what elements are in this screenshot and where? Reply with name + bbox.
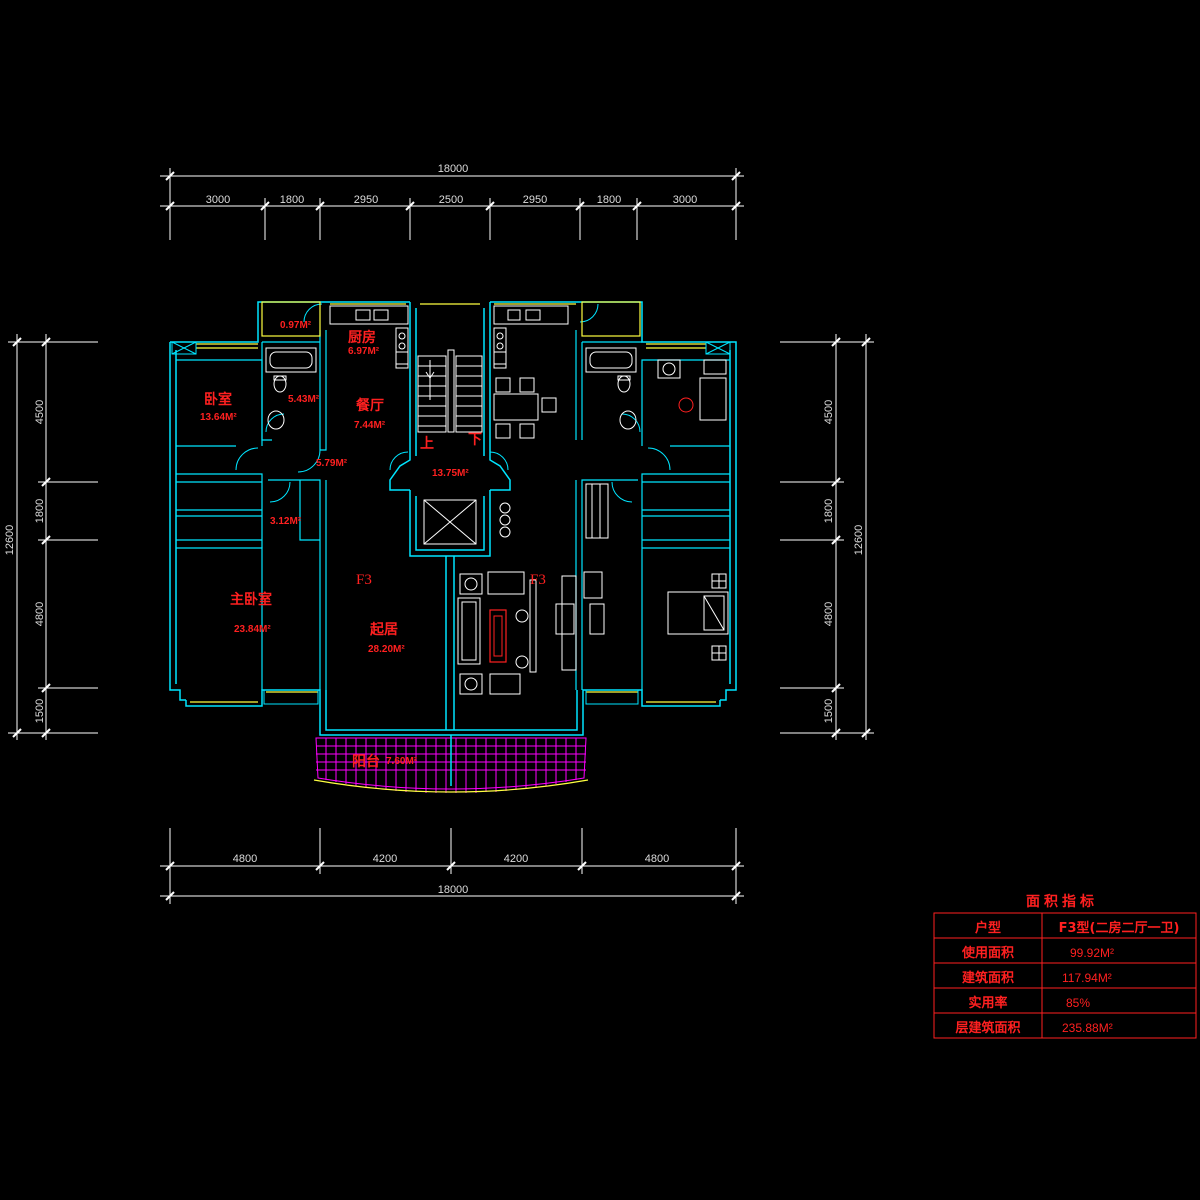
interior-walls <box>176 330 730 690</box>
right-total-dimension: 12600 <box>853 525 865 556</box>
closet-area: 3.12M² <box>270 516 302 527</box>
top-dimension-ticks <box>165 171 741 211</box>
bedroom-right-furniture <box>585 359 729 661</box>
bedroom-area: 13.64M² <box>200 412 237 423</box>
table-label-type: 户型 <box>975 920 1001 936</box>
right-dimension-3: 4800 <box>823 602 835 626</box>
top-dimension-3: 2950 <box>354 194 378 206</box>
left-total-dimension: 12600 <box>4 525 16 556</box>
kitchen-label: 厨房 <box>348 329 376 346</box>
windows <box>190 301 716 703</box>
table-value-building-area: 117.94M² <box>1062 971 1112 985</box>
left-dimension-3: 4800 <box>34 602 46 626</box>
right-dimension-4: 1500 <box>823 699 835 723</box>
bathroom-area: 5.43M² <box>288 394 320 405</box>
window-boxes <box>171 341 731 705</box>
bathroom-fixtures <box>265 347 637 430</box>
balcony-area: 7.60M² <box>386 756 418 767</box>
table-value-efficiency: 85% <box>1066 996 1090 1010</box>
kitchen-area: 6.97M² <box>348 346 380 357</box>
table-label-efficiency: 实用率 <box>968 995 1007 1011</box>
bottom-dimension-4: 4800 <box>645 853 669 865</box>
left-dimension-lines <box>8 334 98 740</box>
table-title: 面积指标 <box>1026 893 1098 910</box>
bottom-total-dimension: 18000 <box>438 884 469 896</box>
bottom-dimension-1: 4800 <box>233 853 257 865</box>
top-dimension-2: 1800 <box>280 194 304 206</box>
coffee-table-inner <box>493 615 503 657</box>
left-dimension-ticks <box>12 337 51 738</box>
bottom-dimension-3: 4200 <box>504 853 528 865</box>
balcony-label: 阳台 <box>352 753 380 770</box>
left-dimension-2: 1800 <box>34 499 46 523</box>
living-room-area: 28.20M² <box>368 644 405 655</box>
master-bedroom-label: 主卧室 <box>230 591 272 608</box>
balcony-railing <box>313 779 589 793</box>
top-dimension-4: 2500 <box>439 194 463 206</box>
right-dimension-2: 1800 <box>823 499 835 523</box>
unit-label-right: F3 <box>530 572 546 588</box>
exterior-walls <box>169 301 737 736</box>
top-dimension-1: 3000 <box>206 194 230 206</box>
top-total-dimension: 18000 <box>438 163 469 175</box>
corridor-area: 5.79M² <box>316 458 348 469</box>
top-dimension-7: 3000 <box>673 194 697 206</box>
table-value-usable-area: 99.92M² <box>1070 946 1114 960</box>
unit-label-left: F3 <box>356 572 372 588</box>
kitchen-fixtures <box>329 305 569 369</box>
left-dimension-4: 1500 <box>34 699 46 723</box>
top-dimension-5: 2950 <box>523 194 547 206</box>
dining-table <box>493 377 557 439</box>
master-bedroom-area: 23.84M² <box>234 624 271 635</box>
bottom-dimension-2: 4200 <box>373 853 397 865</box>
coffee-table <box>489 609 507 663</box>
bedroom-label: 卧室 <box>204 391 232 408</box>
living-room-label: 起居 <box>369 621 398 638</box>
small-room-area: 0.97M² <box>280 320 312 331</box>
table-value-type: F3型(二房二厅一卫) <box>1059 920 1180 936</box>
right-dimension-lines <box>780 334 874 740</box>
table-label-building-area: 建筑面积 <box>962 970 1014 986</box>
right-dimension-1: 4500 <box>823 400 835 424</box>
bottom-dimension-ticks <box>165 861 741 901</box>
table-label-usable-area: 使用面积 <box>961 945 1014 961</box>
dining-area: 7.44M² <box>354 420 386 431</box>
living-room-furniture <box>457 571 605 695</box>
right-dimension-ticks <box>831 337 871 738</box>
dining-label: 餐厅 <box>355 397 384 414</box>
area-table-grid <box>933 912 1197 1039</box>
staircase <box>417 349 483 433</box>
left-dimension-1: 4500 <box>34 400 46 424</box>
table-label-floor-area: 层建筑面积 <box>955 1020 1020 1036</box>
stair-down-label: 下 <box>468 432 482 448</box>
elevator <box>423 499 511 545</box>
stair-up-label: 上 <box>420 436 434 452</box>
top-dimension-6: 1800 <box>597 194 621 206</box>
stair-area: 13.75M² <box>432 468 469 479</box>
table-value-floor-area: 235.88M² <box>1062 1021 1113 1035</box>
plant-icon <box>678 397 694 413</box>
